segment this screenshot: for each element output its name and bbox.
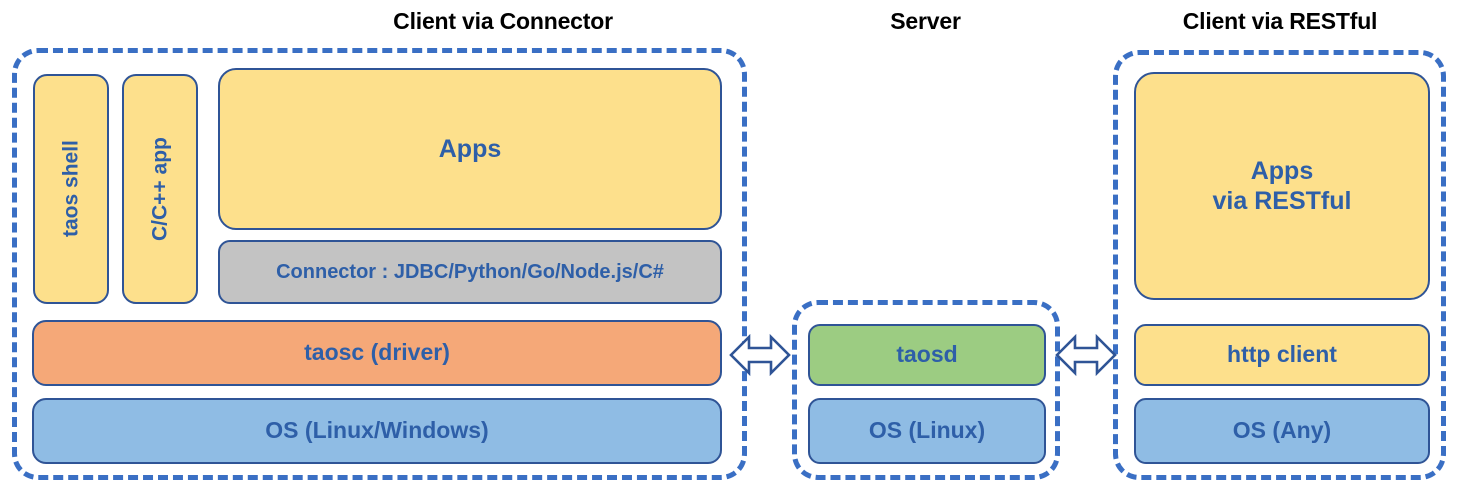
node-taosc-driver: taosc (driver) [32,320,722,386]
node-os-linux-windows: OS (Linux/Windows) [32,398,722,464]
section-title-client-via-restful: Client via RESTful [1182,8,1378,34]
node-apps: Apps [218,68,722,230]
node-apps-via-restful-line1: Apps [1250,157,1314,185]
node-apps-via-restful: Apps via RESTful [1134,72,1430,300]
section-title-server: Server [890,8,961,34]
section-title-client-via-connector: Client via Connector [393,8,613,34]
group-client-via-connector [12,48,747,480]
group-server [792,300,1060,480]
node-taosd: taosd [808,324,1046,386]
node-connector-libraries: Connector : JDBC/Python/Go/Node.js/C# [218,240,722,304]
node-http-client: http client [1134,324,1430,386]
node-os-any: OS (Any) [1134,398,1430,464]
node-taos-shell: taos shell [33,74,109,304]
node-cpp-app: C/C++ app [122,74,198,304]
group-client-via-restful [1113,50,1446,480]
bidirectional-arrow-icon-server-restful [1055,330,1117,380]
bidirectional-arrow-icon-client-server [729,330,791,380]
node-apps-via-restful-line2: via RESTful [1212,187,1352,215]
node-os-linux: OS (Linux) [808,398,1046,464]
